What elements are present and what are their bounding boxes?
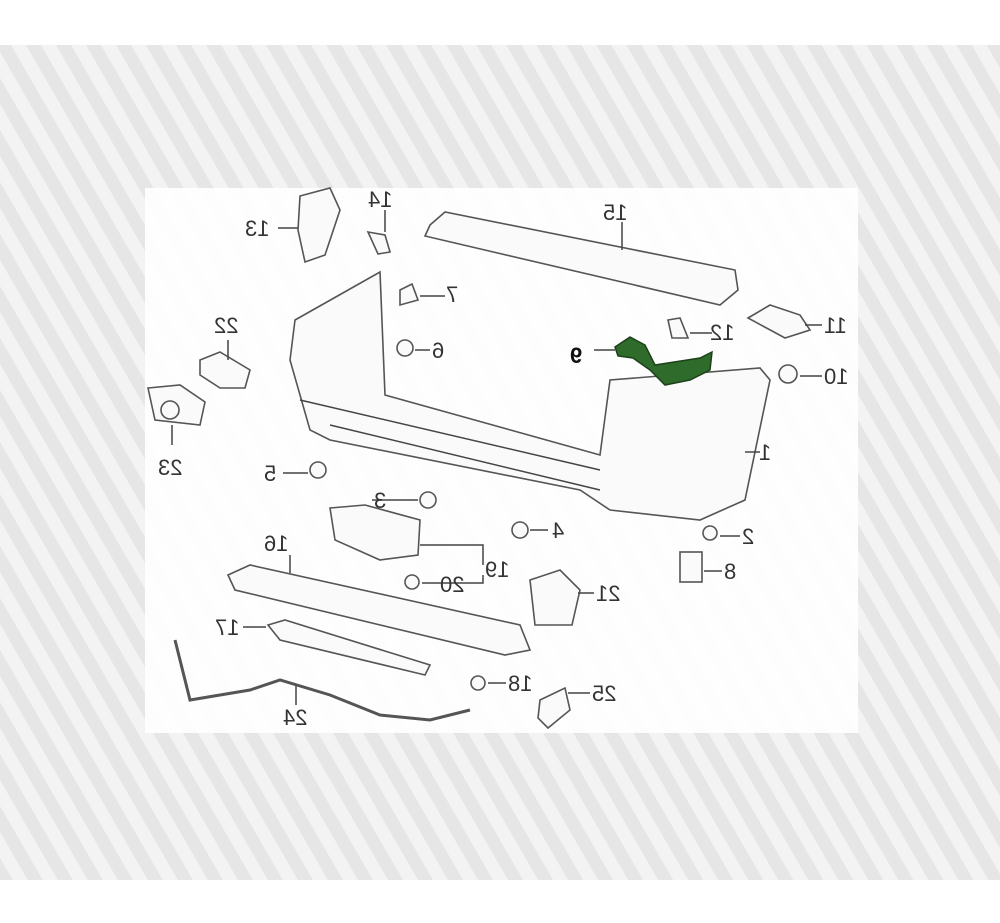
callout-5[interactable]: 5: [264, 461, 276, 486]
part-5: [309, 461, 327, 479]
callout-23[interactable]: 23: [158, 455, 182, 480]
part-7: [399, 282, 420, 307]
part-17-absorber: [266, 619, 432, 676]
callout-9-highlighted[interactable]: 9: [570, 343, 582, 368]
part-19: [329, 504, 421, 561]
part-2: [702, 525, 718, 541]
callout-20[interactable]: 20: [440, 572, 464, 597]
part-12: [667, 317, 690, 339]
callout-22[interactable]: 22: [214, 313, 238, 338]
part-9-bracket-highlighted: [614, 336, 713, 386]
callout-7[interactable]: 7: [446, 282, 458, 307]
part-13: [297, 187, 341, 264]
parts-drawings: [147, 187, 812, 730]
part-11: [746, 304, 812, 339]
callout-19[interactable]: 19: [485, 557, 509, 582]
part-21: [529, 569, 581, 626]
callout-12[interactable]: 12: [710, 320, 734, 345]
callout-1[interactable]: 1: [759, 440, 771, 465]
callout-arrows: [171, 210, 822, 705]
callout-25[interactable]: 25: [592, 681, 616, 706]
callout-18[interactable]: 18: [508, 671, 532, 696]
part-15-step-pad: [423, 211, 739, 306]
callout-24[interactable]: 24: [283, 705, 307, 730]
part-25: [537, 686, 571, 730]
callout-3[interactable]: 3: [374, 488, 386, 513]
callout-16[interactable]: 16: [264, 531, 288, 556]
part-22: [199, 351, 251, 389]
callout-4[interactable]: 4: [552, 518, 564, 543]
callout-8[interactable]: 8: [724, 559, 736, 584]
part-1-bumper-cover: [289, 270, 771, 521]
callout-13[interactable]: 13: [245, 216, 269, 241]
callout-14[interactable]: 14: [368, 187, 392, 212]
callout-11[interactable]: 11: [824, 313, 847, 338]
part-6: [396, 339, 414, 357]
callout-2[interactable]: 2: [742, 524, 754, 549]
part-8: [679, 551, 703, 583]
part-10: [778, 364, 798, 384]
part-16-reinforcement: [226, 564, 532, 656]
part-24-wire-harness: [173, 639, 471, 722]
part-4: [511, 521, 529, 539]
callout-21[interactable]: 21: [596, 581, 620, 606]
callout-6[interactable]: 6: [432, 338, 444, 363]
part-18: [470, 675, 486, 691]
callout-10[interactable]: 10: [824, 364, 848, 389]
callout-labels: 1 2 3 4 5 6 7 8 9 10 11 12 13 14 15 16 1…: [158, 187, 848, 730]
callout-17[interactable]: 17: [215, 615, 239, 640]
part-20: [404, 574, 420, 590]
part-3: [419, 491, 437, 509]
part-14: [366, 230, 392, 255]
callout-15[interactable]: 15: [603, 200, 627, 225]
